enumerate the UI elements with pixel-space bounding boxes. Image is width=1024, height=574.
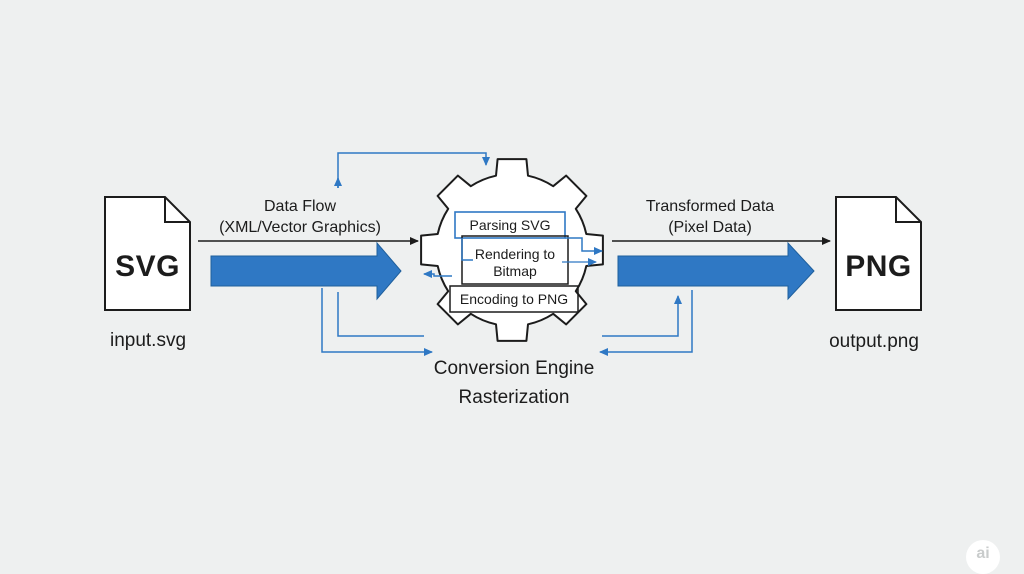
diagram-canvas: [104, 152, 922, 356]
input-doc-label: SVG: [115, 250, 180, 283]
feedback-loop-right-outer: [599, 290, 693, 356]
output-flow-label: Transformed Data (Pixel Data): [620, 196, 800, 238]
ai-watermark-badge: ai: [966, 540, 1000, 574]
stage-connector: [461, 238, 473, 261]
conversion-engine-title-line1: Conversion Engine: [433, 358, 595, 379]
input-flow-label: Data Flow (XML/Vector Graphics): [195, 196, 405, 238]
input-flow-label-line1: Data Flow: [263, 198, 337, 215]
input-flow-label-line2: (XML/Vector Graphics): [219, 219, 381, 236]
output-flow-label-line1: Transformed Data: [645, 198, 775, 215]
stage-parsing-label: Parsing SVG: [469, 217, 551, 233]
output-data-block-arrow: [617, 241, 815, 301]
conversion-engine-gear-icon: [420, 158, 604, 342]
stage-frame-parsing: [454, 211, 566, 239]
stage-encoding-label: Encoding to PNG: [459, 291, 569, 307]
output-png-file-icon: [835, 196, 922, 311]
stage-rendering-label-line1: Rendering to: [474, 246, 556, 262]
output-doc-label: PNG: [845, 250, 912, 283]
svg-to-png-diagram: SVG PNG input.svg output.png Data Flow (…: [104, 152, 1000, 574]
feedback-loop-left-inner: [337, 292, 424, 337]
conversion-engine-title: Conversion Engine Rasterization: [400, 354, 628, 412]
feedback-loop-inner-right: [565, 237, 603, 255]
feedback-loop-top: [334, 152, 490, 188]
stage-rendering-label-line2: Bitmap: [493, 263, 537, 279]
input-svg-file-icon: [104, 196, 191, 311]
conversion-engine-title-line2: Rasterization: [458, 387, 570, 408]
feedback-loop-right-inner: [602, 295, 682, 337]
input-file-name: input.svg: [109, 330, 187, 351]
output-flow-label-line2: (Pixel Data): [668, 219, 752, 236]
stage-frame-encoding: [449, 285, 579, 313]
input-data-block-arrow: [210, 241, 402, 301]
output-file-name: output.png: [829, 331, 919, 352]
feedback-loop-left-outer: [321, 288, 433, 356]
feedback-loop-inner-left: [423, 270, 452, 278]
